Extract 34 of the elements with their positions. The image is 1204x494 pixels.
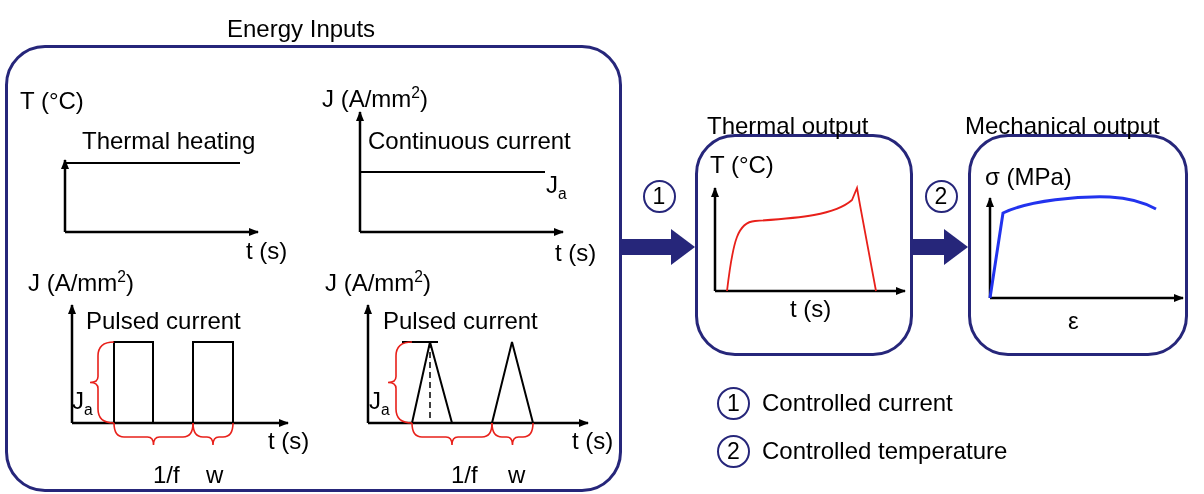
axis-label: J (A/mm$^{2}$): [325, 270, 431, 296]
panel-title: Thermal output: [707, 113, 869, 139]
axis-label: t (s): [790, 296, 832, 322]
axis-label: t (s): [268, 428, 310, 454]
key-text: Controlled temperature: [762, 438, 1008, 464]
period-label: 1/f: [153, 462, 180, 488]
axis-label: ε: [1068, 308, 1079, 334]
axis-label: t (s): [555, 240, 597, 266]
curve-label: Continuous current: [368, 128, 571, 154]
axis-label: J (A/mm$^{2}$): [322, 86, 428, 112]
value-label: J$_{a}$: [546, 172, 567, 198]
axis-label: σ (MPa): [985, 164, 1072, 190]
curve-label: Thermal heating: [82, 128, 256, 154]
value-label: J$_{a}$: [72, 388, 93, 414]
curve-label: Pulsed current: [86, 308, 241, 334]
axis-label: t (s): [246, 238, 288, 264]
width-label: w: [206, 462, 224, 488]
block-arrow: [622, 229, 695, 265]
panel-title: Mechanical output: [965, 113, 1160, 139]
key-text: Controlled current: [762, 390, 953, 416]
curve-label: Pulsed current: [383, 308, 538, 334]
axis-label: T (°C): [710, 152, 774, 178]
axis-label: t (s): [572, 428, 614, 454]
step-number: 2: [924, 180, 958, 213]
step-number: 1: [642, 180, 676, 213]
block-arrow: [913, 229, 968, 265]
axis-label: T (°C): [20, 88, 84, 114]
step-number: 2: [717, 435, 750, 468]
value-label: J$_{a}$: [369, 388, 390, 414]
axis-label: J (A/mm$^{2}$): [28, 270, 134, 296]
width-label: w: [508, 462, 526, 488]
period-label: 1/f: [451, 462, 478, 488]
panel-title: Energy Inputs: [227, 16, 376, 42]
step-number: 1: [717, 387, 750, 420]
